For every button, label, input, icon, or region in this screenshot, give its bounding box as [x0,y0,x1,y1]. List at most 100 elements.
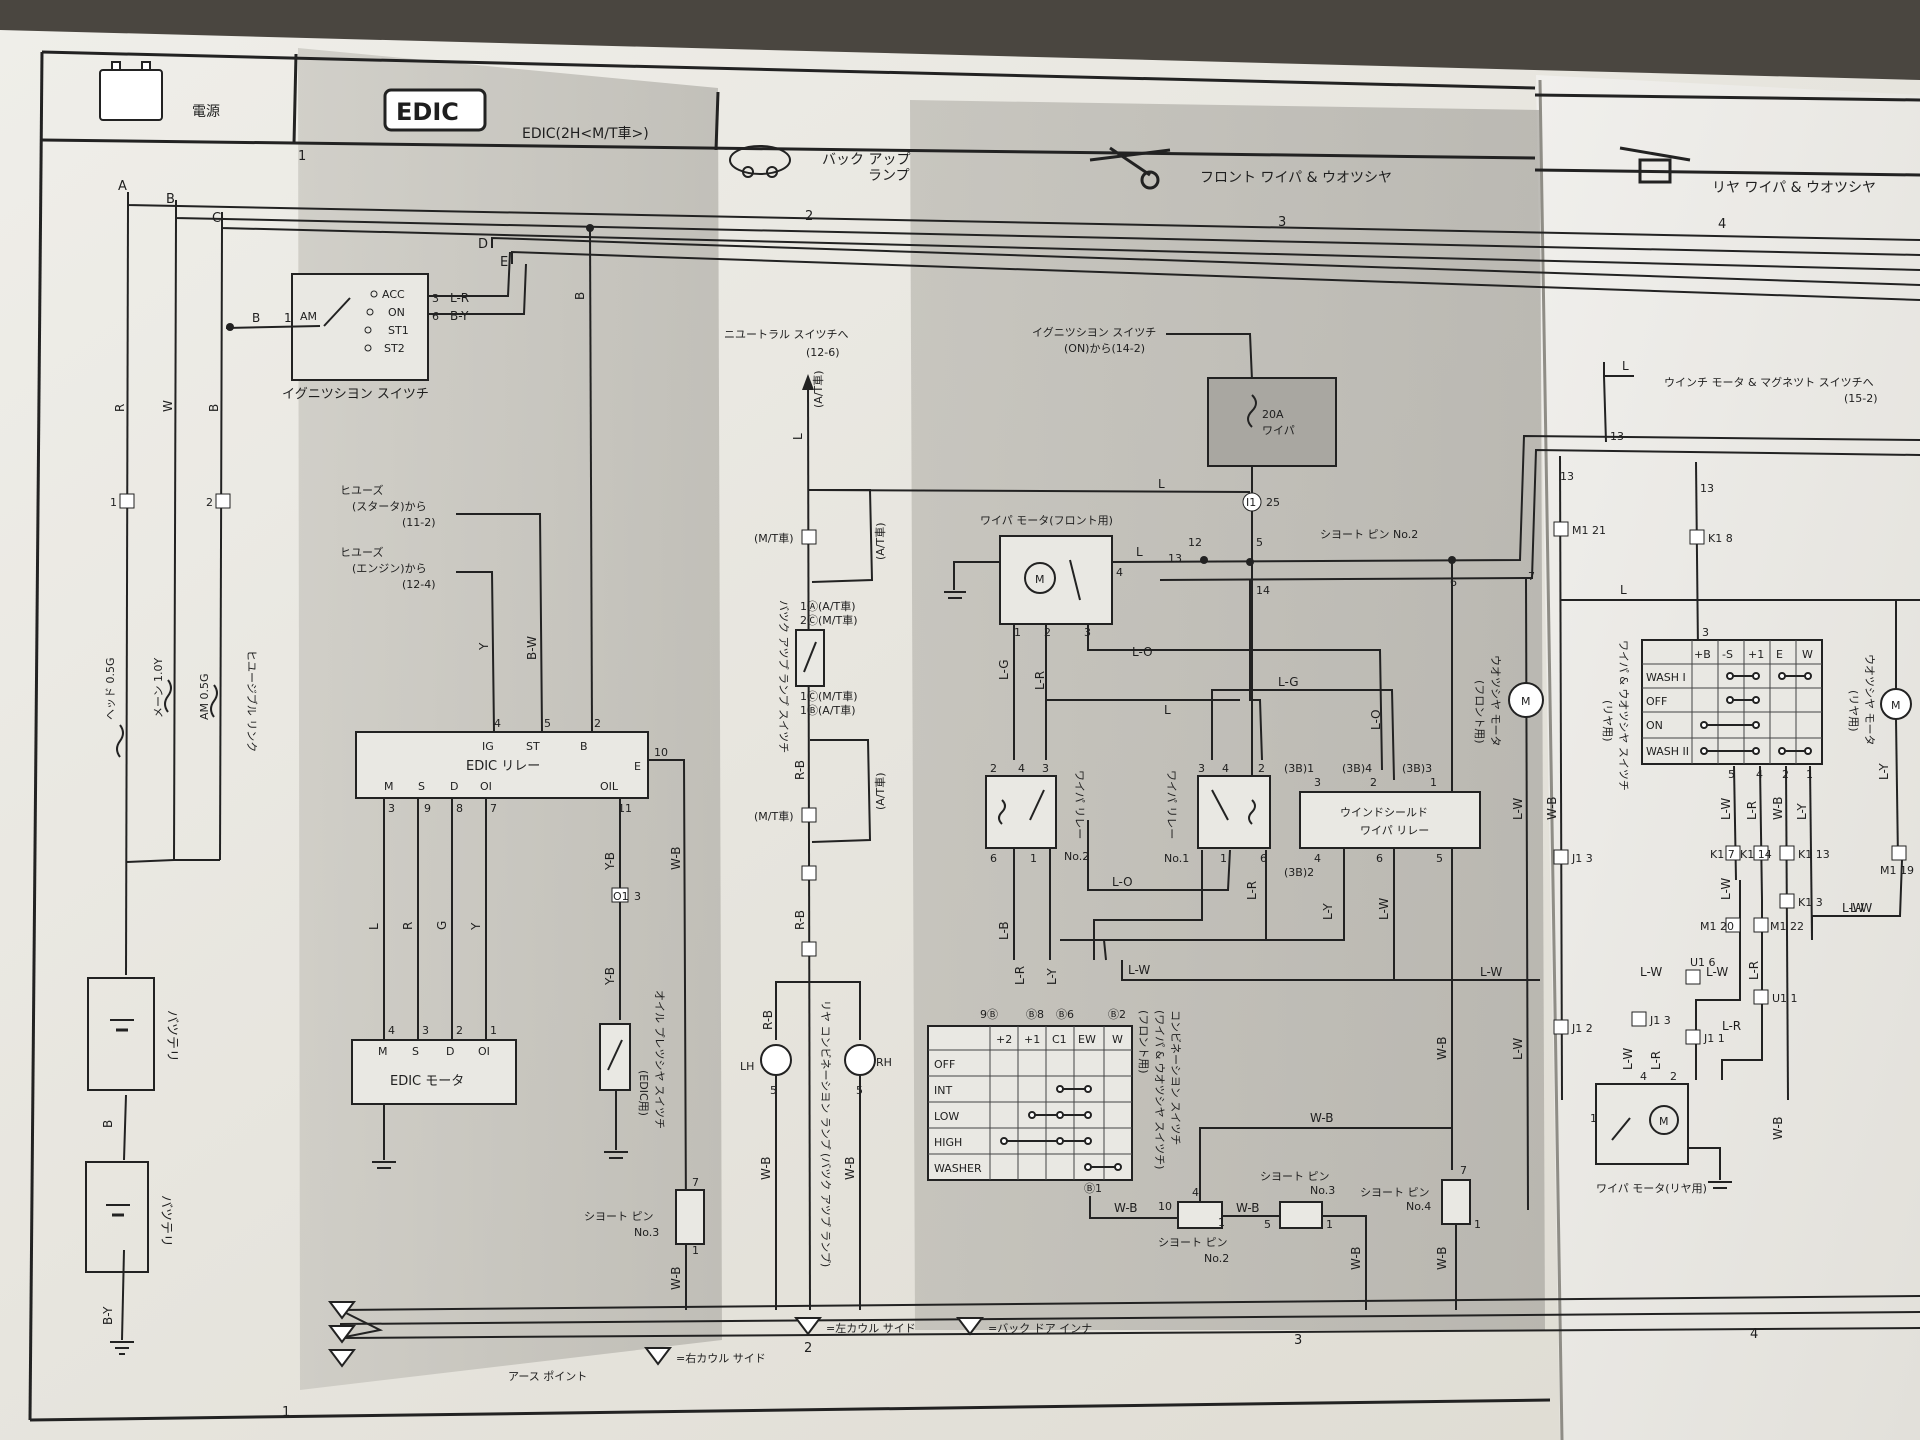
ign-on: ON [388,306,405,319]
batt-wire-b: B [101,1120,115,1128]
edic-motor-oi: OI [478,1045,490,1058]
rw-conn-k1-3 [1779,893,1795,909]
sp3b-label-2: No.3 [1310,1184,1335,1197]
edic-logo-box [383,88,487,132]
rw-motor-name: ワイパ モータ(リヤ用) [1596,1182,1707,1195]
edic-motor-name: EDIC モータ [390,1074,464,1089]
power-section [121,204,223,1341]
bk-conn-t1-3 [801,941,817,957]
combo-col-w: W [1112,1033,1123,1046]
fw-sp2-name: シヨート ピン No.2 [1320,528,1418,541]
edic-relay [355,731,649,799]
rw-c-m120: M1 20 [1700,920,1734,933]
ws-relay-1: ウインドシールド [1340,806,1428,819]
combo-row-high: HIGH [934,1136,962,1149]
edic-wire-g: G [435,921,449,930]
edic-relay-pin3: 3 [388,802,395,815]
conn-2-num: 2 [206,496,213,509]
footer-ground-points: アース ポイント [508,1370,587,1383]
fw-sp-14: 14 [1256,584,1270,597]
fw-wire-ly-2: L-Y [1321,903,1335,920]
backup-title-2: ランプ [868,168,910,184]
edic-motor-pin1: 1 [490,1024,497,1037]
fw-wire-lb: L-B [997,921,1011,940]
bus-b: B [166,192,175,207]
rw-wire-lw-7: L-W [1850,901,1872,915]
footer-col-4: 4 [1750,1327,1758,1342]
col-1: 1 [298,149,306,164]
combo-row-washer: WASHER [934,1162,982,1175]
ws-relay-2: ワイパ リレー [1360,824,1429,837]
front-washer-motor [1508,682,1544,718]
sp3b-pin5: 5 [1264,1218,1271,1231]
fw-short-pin-no3 [1279,1201,1323,1229]
fw-ign-1: イグニツシヨン スイツチ [1032,325,1156,339]
edic-relay-e: E [634,760,641,773]
fw-motor-pin1: 1 [1014,626,1021,639]
rw-wire-lr-2: L-R [1747,961,1761,980]
rw-row-wash2: WASH II [1646,745,1689,758]
edic-section: B ヒユーズ (スタータ)から (11-2) B-W ヒユーズ (エンジン)から… [340,224,705,1310]
short-pin-no3-edic [675,1189,705,1245]
bk-conn-a1-2 [801,807,817,823]
edic-relay-s: S [418,780,425,793]
rw-wire-lr-3: L-R [1722,1019,1741,1033]
edic-relay-pin4: 4 [494,717,501,730]
ws-pin-t3: (3B)3 [1402,762,1432,775]
rw-conn-k1-8 [1689,529,1705,545]
fw-wire-lo-3: L-O [1369,709,1383,730]
fw-wire-lg: L-G [1278,675,1299,689]
sp2-pin1: 1 [1218,1216,1225,1229]
edic-motor-d: D [446,1045,454,1058]
edic-wb-2: W-B [669,1266,683,1290]
fw-wire-wb-2: W-B [1310,1111,1334,1125]
ign-st1: ST1 [388,324,409,337]
wire-r: R [113,404,127,412]
sp2-pin4: 4 [1192,1186,1199,1199]
rear-wiper-motor [1595,1083,1689,1165]
backup-lamp-rh [844,1044,876,1076]
edic-motor-m: M [378,1045,388,1058]
rw-conn-m1-22 [1753,917,1769,933]
rw-col-p1: +1 [1748,648,1764,661]
rw-conn-u1-1 [1753,989,1769,1005]
combo-pin-b2: Ⓑ2 [1108,1008,1126,1021]
ws-pin-b5: 5 [1436,852,1443,865]
fw-motor-pin4: 4 [1116,566,1123,579]
fusible-am: AM 0.5G [198,673,211,720]
footer-col-3: 3 [1294,1333,1302,1348]
rw-wire-lw-2: L-W [1842,901,1864,915]
edic-motor-pin3: 3 [422,1024,429,1037]
fw-wire-wb-4: W-B [1236,1201,1260,1215]
rw-conn-j1-1 [1685,1029,1701,1045]
combo-name-3: (フロント用) [1137,1010,1150,1074]
edic-relay-m: M [384,780,394,793]
fw-wire-lo-2: L-O [1112,875,1133,889]
rw-pin13c: 13 [1700,482,1714,495]
ign-out-wire-lr: L-R [450,291,469,305]
rw-pin13a: 13 [1610,430,1624,443]
fw-conn-pin: 25 [1266,496,1280,509]
rw-conn-j1-2 [1553,1019,1569,1035]
edic-relay-ig: IG [482,740,494,753]
combo-pin-9b: 9Ⓑ [980,1008,998,1021]
ign-out-pin-6: 6 [432,310,439,323]
combo-pin-b6: Ⓑ6 [1056,1008,1074,1021]
fw-sp-7: 7 [1528,570,1535,583]
bk-wire-rb-3: R-B [761,1010,775,1030]
rw-row-wash1: WASH I [1646,671,1686,684]
sp2-label-2: No.2 [1204,1252,1229,1265]
column-numbers: 1 2 3 4 [298,149,1726,232]
fw-wire-l-3: L [1164,703,1171,717]
rw-wire-lr-1: L-R [1745,801,1759,820]
rw-conn-m1-20 [1725,917,1741,933]
fw-ign-2: (ON)から(14-2) [1064,342,1145,355]
fw-r1-pin2: 2 [1258,762,1265,775]
bk-at-2: (A/T車) [873,522,887,560]
fw-r2-pin4: 4 [1018,762,1025,775]
ground-bus [339,1295,1920,1339]
edic-motor-pin2: 2 [456,1024,463,1037]
sp3b-pin1: 1 [1326,1218,1333,1231]
rw-wire-lw-4: L-W [1640,965,1662,979]
fw-wire-lw-3: L-W [1480,965,1502,979]
